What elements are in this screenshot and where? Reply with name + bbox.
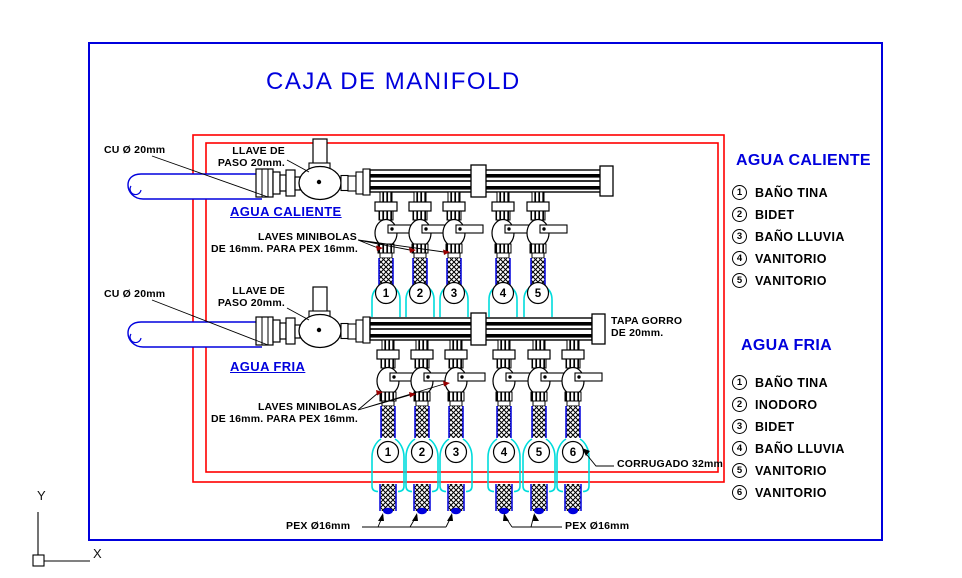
legend-item-label: VANITORIO <box>755 251 827 266</box>
legend-item-label: INODORO <box>755 397 818 412</box>
legend-cold-item-1: 1 BAÑO TINA <box>732 375 828 390</box>
circuit-badge: 6 <box>732 485 747 500</box>
cold-supply-pipe <box>127 321 262 348</box>
corrugated-tube-label: CORRUGADO 32mm <box>617 458 724 470</box>
hot-pipe-fittings <box>255 168 301 198</box>
legend-cold-item-3: 3 BIDET <box>732 419 795 434</box>
legend-item-label: VANITORIO <box>755 485 827 500</box>
sheet-border <box>88 42 883 541</box>
ucs-x-label: X <box>93 546 102 561</box>
manifold-box-border <box>192 134 725 483</box>
circuit-badge: 3 <box>732 229 747 244</box>
legend-hot-item-5: 5 VANITORIO <box>732 273 827 288</box>
circuit-badge: 2 <box>732 207 747 222</box>
cold-minivalves-label-line2: DE 16mm. PARA PEX 16mm. <box>211 413 358 425</box>
legend-item-label: BAÑO TINA <box>755 375 829 390</box>
hot-circuit-4: 4 <box>500 288 507 300</box>
cold-circuit-3: 3 <box>453 447 459 459</box>
drawing-title: CAJA DE MANIFOLD <box>266 68 521 95</box>
circuit-badge: 5 <box>732 463 747 478</box>
leader-arrowheads-red <box>376 245 450 398</box>
legend-cold-item-2: 2 INODORO <box>732 397 818 412</box>
circuit-badge: 1 <box>732 375 747 390</box>
legend-item-label: BAÑO LLUVIA <box>755 229 845 244</box>
cold-zone-label: AGUA FRIA <box>230 359 306 374</box>
end-cap-label-line1: TAPA GORRO <box>611 315 683 327</box>
legend-item-label: VANITORIO <box>755 273 827 288</box>
hot-pipe-label: CU Ø 20mm <box>104 144 166 156</box>
cold-circuit-1: 1 <box>385 447 392 459</box>
hot-supply-pipe <box>127 173 262 200</box>
hot-circuit-3: 3 <box>451 288 457 300</box>
hot-circuit-1: 1 <box>383 288 390 300</box>
hot-zone-label: AGUA CALIENTE <box>230 204 342 219</box>
hot-manifold-bar <box>369 164 614 198</box>
cold-circuit-5: 5 <box>536 447 543 459</box>
cold-pipe-label: CU Ø 20mm <box>104 288 166 300</box>
pex-label-left: PEX Ø16mm <box>286 520 351 532</box>
cold-circuit-6: 6 <box>570 447 576 459</box>
cold-circuit-2: 2 <box>419 447 425 459</box>
legend-hot-item-2: 2 BIDET <box>732 207 795 222</box>
leader-arrowheads-black <box>378 448 590 521</box>
cold-valve-label-line1: LLAVE DE <box>232 285 285 297</box>
cold-shutoff-valve <box>298 286 371 349</box>
hot-valve-label-line1: LLAVE DE <box>232 145 285 157</box>
legend-hot-item-3: 3 BAÑO LLUVIA <box>732 229 845 244</box>
legend-item-label: BAÑO LLUVIA <box>755 441 845 456</box>
legend-item-label: BIDET <box>755 207 795 222</box>
legend-hot-item-4: 4 VANITORIO <box>732 251 827 266</box>
hot-valve-label-line2: PASO 20mm. <box>217 157 285 169</box>
legend-cold-item-4: 4 BAÑO LLUVIA <box>732 441 845 456</box>
cold-circuit-4: 4 <box>501 447 508 459</box>
legend-item-label: VANITORIO <box>755 463 827 478</box>
cold-valve-label-line2: PASO 20mm. <box>217 297 285 309</box>
circuit-badge: 4 <box>732 441 747 456</box>
legend-cold-item-5: 5 VANITORIO <box>732 463 827 478</box>
hot-circuit-2: 2 <box>417 288 423 300</box>
circuit-badge: 1 <box>732 185 747 200</box>
end-cap-label-line2: DE 20mm. <box>611 327 664 339</box>
circuit-badge: 4 <box>732 251 747 266</box>
legend-hot-title: AGUA CALIENTE <box>736 152 871 169</box>
cold-manifold-bar <box>369 312 606 346</box>
hot-minivalves-label-line1: LAVES MINIBOLAS <box>257 231 357 243</box>
hot-shutoff-valve <box>298 138 371 201</box>
cold-pipe-fittings <box>255 316 301 346</box>
legend-cold-title: AGUA FRIA <box>741 337 832 354</box>
ucs-y-label: Y <box>37 488 46 503</box>
circuit-badge: 2 <box>732 397 747 412</box>
pex-label-right: PEX Ø16mm <box>565 520 630 532</box>
cold-minivalves-label-line1: LAVES MINIBOLAS <box>257 401 357 413</box>
legend-cold-item-6: 6 VANITORIO <box>732 485 827 500</box>
circuit-badge: 3 <box>732 419 747 434</box>
ucs-axis-icon <box>32 512 90 567</box>
legend-item-label: BAÑO TINA <box>755 185 829 200</box>
cold-outlets <box>371 339 603 516</box>
legend-hot-item-1: 1 BAÑO TINA <box>732 185 828 200</box>
legend-item-label: BIDET <box>755 419 795 434</box>
cold-circuit-balloons: 1 2 3 4 5 6 <box>376 440 585 464</box>
circuit-badge: 5 <box>732 273 747 288</box>
hot-minivalves-label-line2: DE 16mm. PARA PEX 16mm. <box>211 243 358 255</box>
hot-circuit-5: 5 <box>535 288 542 300</box>
hot-circuit-balloons: 1 2 3 4 5 <box>374 281 550 305</box>
